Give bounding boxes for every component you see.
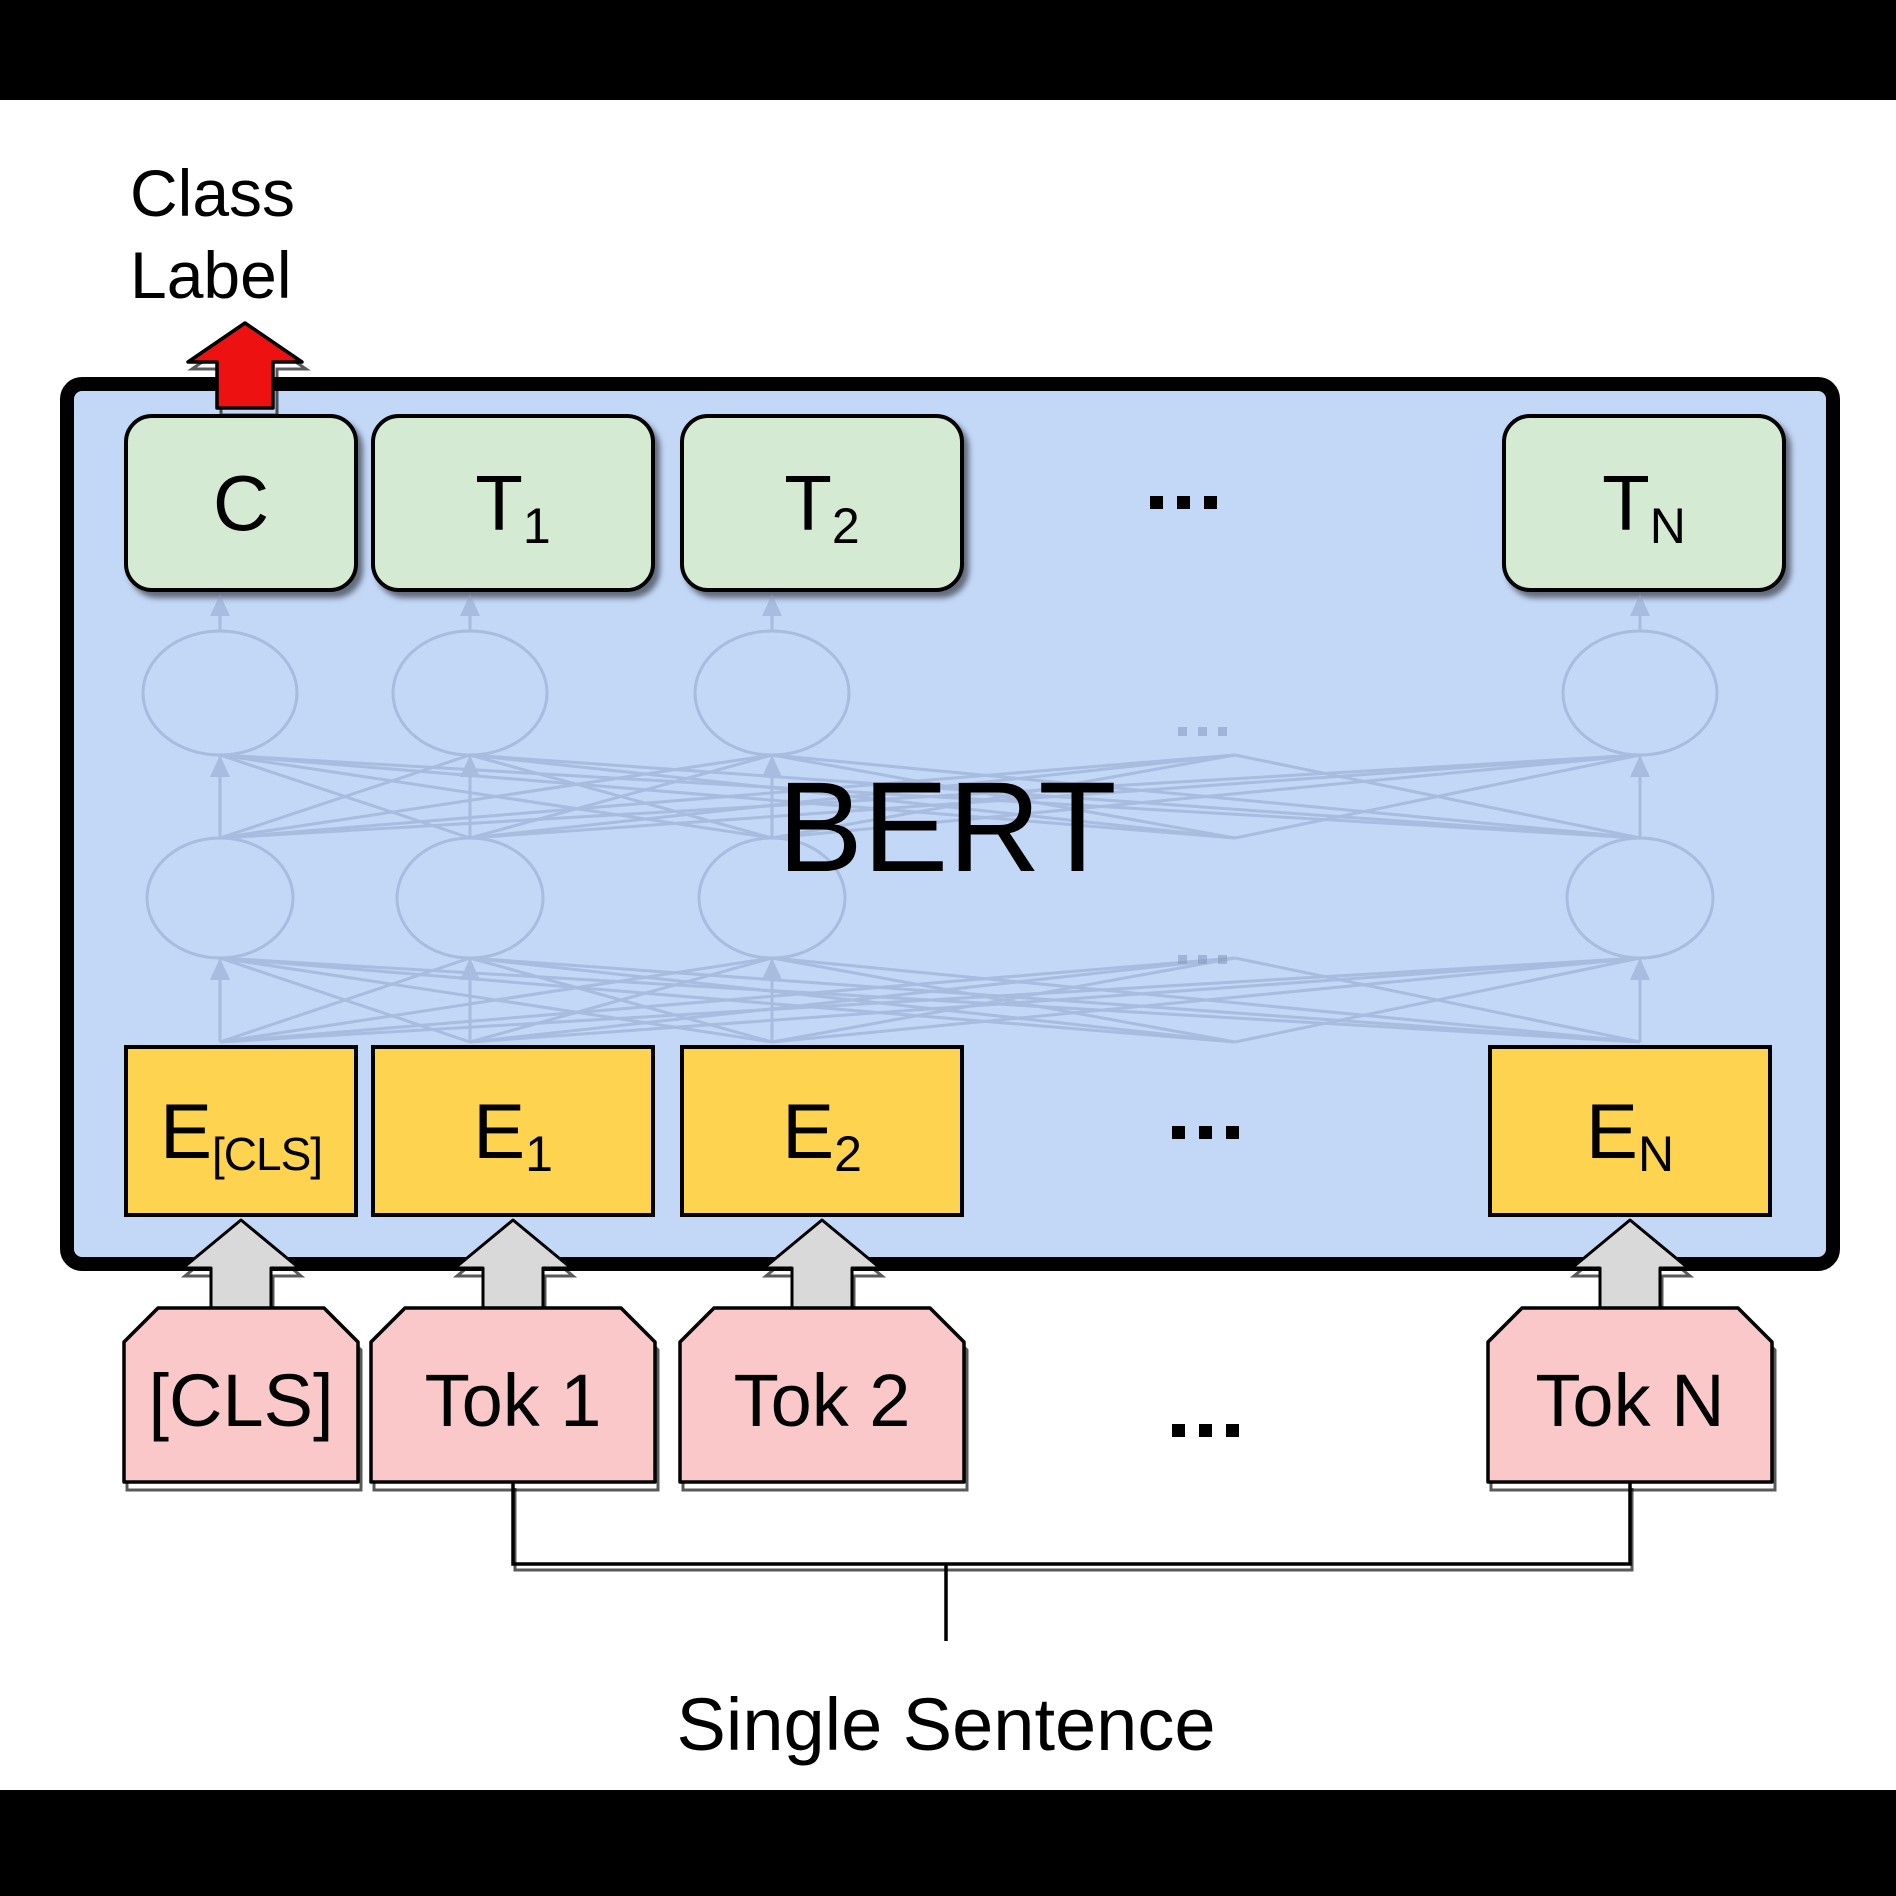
ellipsis-outputs [1150,496,1217,509]
token-label-tok1: Tok 1 [424,1358,602,1442]
embedding-box-en: EN [1488,1045,1772,1217]
output-box-t1: T1 [371,414,655,592]
token-label-cls: [CLS] [148,1358,334,1442]
output-box-c: C [124,414,358,592]
embedding-box-e1: E1 [371,1045,655,1217]
letterbox-top [0,0,1896,100]
ellipsis-network-upper [1178,727,1227,736]
output-box-tn: TN [1502,414,1786,592]
single-sentence-label: Single Sentence [676,1683,1216,1766]
bert-title: BERT [777,756,1117,899]
token-label-tok2: Tok 2 [733,1358,911,1442]
embedding-box-e2: E2 [680,1045,964,1217]
token-label-tokn: Tok N [1535,1358,1725,1442]
ellipsis-embeddings [1172,1126,1239,1139]
output-box-t2: T2 [680,414,964,592]
class-label: Class Label [130,156,296,312]
embedding-box-ecls: E[CLS] [124,1045,358,1217]
ellipsis-network-lower [1178,955,1227,964]
ellipsis-tokens [1172,1424,1239,1437]
letterbox-bottom [0,1790,1896,1896]
